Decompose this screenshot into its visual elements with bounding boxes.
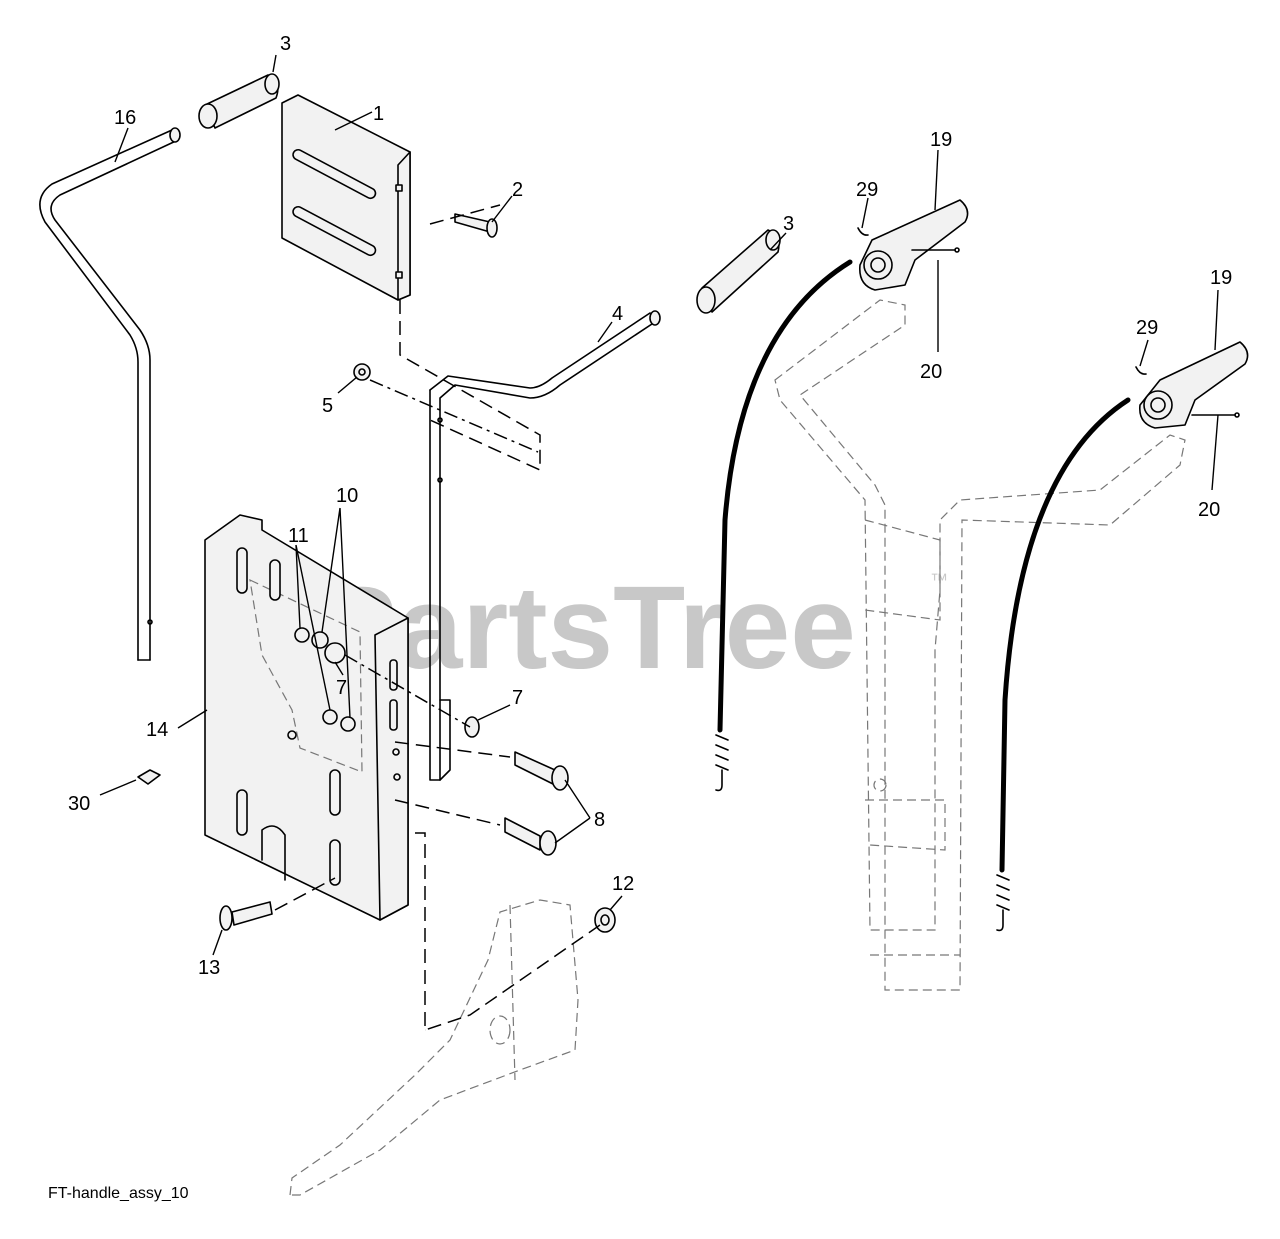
part-1-plate: [281, 94, 411, 301]
callout-5: 5: [322, 395, 333, 417]
alignment-lines: [274, 204, 601, 1032]
callout-4: 4: [612, 303, 623, 325]
callout-10: 10: [336, 485, 358, 507]
part-8-bolts: [504, 751, 569, 856]
part-3-cylinder-middle: [696, 229, 781, 314]
callout-29-upper: 29: [856, 179, 878, 201]
part-3-cylinder-top: [198, 73, 280, 129]
callout-16: 16: [114, 107, 136, 129]
part-16-handle-bar: [39, 127, 181, 661]
part-14-bracket: [204, 514, 409, 921]
part-30-clip: [137, 769, 161, 785]
callout-7-left: 7: [336, 677, 347, 699]
part-5-nut: [353, 363, 371, 381]
callout-1: 1: [373, 103, 384, 125]
callout-19-lower: 19: [1210, 267, 1232, 289]
callout-7-right: 7: [512, 687, 523, 709]
watermark: PartsTree ™: [318, 562, 948, 694]
callout-20-lower: 20: [1198, 499, 1220, 521]
cable-lower: [996, 397, 1131, 932]
ghost-frame-lower: [289, 899, 579, 1196]
callout-3-top: 3: [280, 33, 291, 55]
watermark-tm: ™: [930, 570, 948, 590]
callout-14: 14: [146, 719, 168, 741]
callout-19-upper: 19: [930, 129, 952, 151]
callout-13: 13: [198, 957, 220, 979]
leader-lines: [99, 54, 1219, 956]
callout-3-middle: 3: [783, 213, 794, 235]
callout-29-lower: 29: [1136, 317, 1158, 339]
callout-2: 2: [512, 179, 523, 201]
part-2-bolt: [454, 213, 498, 238]
part-7-washer: [464, 716, 480, 738]
cable-upper: [715, 259, 853, 792]
part-19-control-lever-upper: [857, 199, 969, 291]
part-19-control-lever-lower: [1135, 341, 1249, 429]
callout-30: 30: [68, 793, 90, 815]
callout-8: 8: [594, 809, 605, 831]
part-12-nut: [594, 907, 616, 933]
part-13-bolt: [219, 901, 273, 931]
callout-20-upper: 20: [920, 361, 942, 383]
diagram-caption: FT-handle_assy_10: [48, 1185, 189, 1202]
ghost-handle-center: [774, 299, 1186, 991]
callout-labels: 3 16 1 2 19 29 3 20 19 29 20 4 5 10 11 7…: [68, 33, 1232, 979]
part-4-handle-bar: [429, 310, 661, 781]
callout-11: 11: [288, 525, 309, 547]
callout-12: 12: [612, 873, 634, 895]
